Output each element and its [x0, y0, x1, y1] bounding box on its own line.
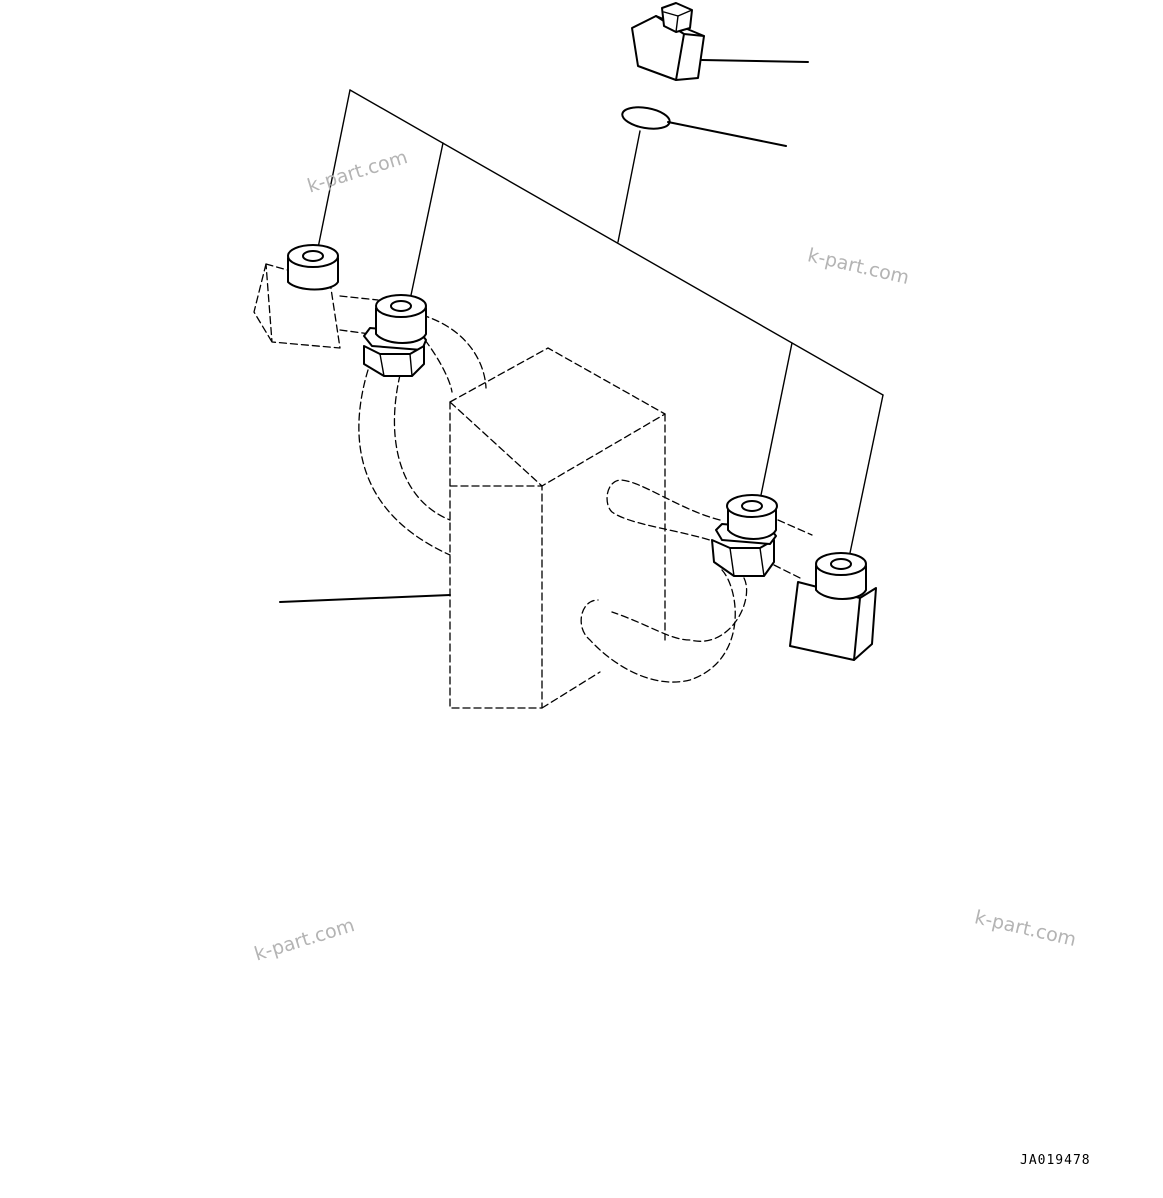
leader-lines — [279, 59, 884, 603]
leader-line-block — [279, 594, 451, 603]
leader-line-plug — [701, 59, 809, 63]
hose-left — [358, 314, 487, 556]
fitting-left-outer — [253, 244, 379, 349]
bracket-top-edge — [349, 89, 884, 396]
bracket-branch-right — [759, 342, 793, 501]
plug-part — [631, 2, 705, 81]
o-ring-part — [621, 106, 671, 130]
drawing-number: JA019478 — [1020, 1153, 1091, 1168]
fitting-right-main — [711, 494, 778, 577]
bracket-branch-left — [409, 142, 444, 301]
fitting-left-main — [363, 294, 427, 377]
bracket-branch-oring — [617, 130, 641, 243]
hose-right — [580, 479, 813, 683]
valve-block — [449, 347, 666, 709]
bracket-right-leg — [849, 394, 884, 554]
bracket-left-leg — [317, 89, 351, 249]
fitting-right-outer — [789, 552, 877, 661]
leader-line-oring — [667, 121, 787, 147]
